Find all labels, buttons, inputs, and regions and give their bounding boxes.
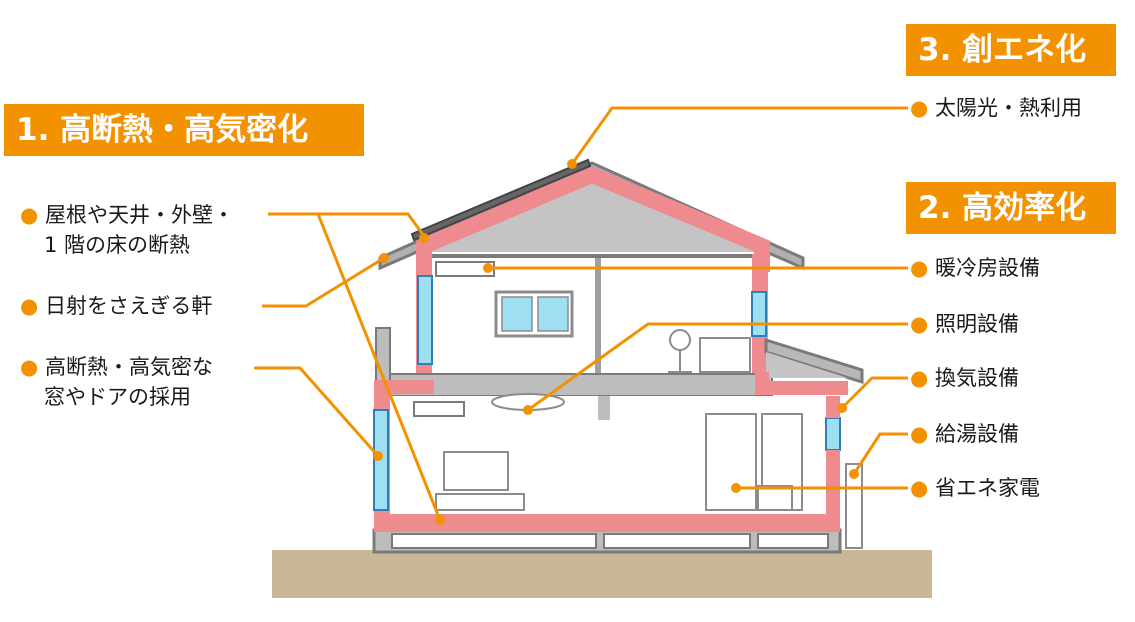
lower-roof-insulation xyxy=(755,372,848,395)
television xyxy=(435,451,525,511)
leader-lines xyxy=(254,106,908,521)
window-1f-right xyxy=(825,417,841,451)
label-hvac: ● 暖冷房設備 xyxy=(910,256,1041,280)
window-2f-left xyxy=(417,275,433,365)
label-insulation-3: ● 高断熱・高気密な 窓やドアの採用 xyxy=(20,352,213,412)
label-insulation-2: ● 日射をさえぎる軒 xyxy=(20,294,213,318)
bullet-dot: ● xyxy=(20,355,39,379)
attic xyxy=(414,172,772,252)
bullet-dot: ● xyxy=(910,256,929,280)
floor-insulation xyxy=(374,514,840,532)
bullet-dot: ● xyxy=(910,422,929,446)
solar-panel xyxy=(410,158,592,242)
label-insulation-1-line2: 1 階の床の断熱 xyxy=(44,233,191,257)
bullet-dot: ● xyxy=(910,476,929,500)
desk-chair xyxy=(668,329,751,373)
label-insulation-1: ● 屋根や天井・外壁・ 1 階の床の断熱 xyxy=(20,200,234,260)
lower-roof xyxy=(764,337,864,385)
right-wall-1f-lower xyxy=(826,450,840,516)
water-heater xyxy=(845,463,863,549)
label-solar: ● 太陽光・熱利用 xyxy=(910,96,1083,120)
bullet-dot: ● xyxy=(20,203,39,227)
label-insulation-1-line1: ● 屋根や天井・外壁・ xyxy=(20,203,235,227)
bullet-dot: ● xyxy=(20,294,39,318)
label-insulation-3-line2: 窓やドアの採用 xyxy=(44,385,191,409)
second-floor-window xyxy=(494,290,574,338)
kitchen-fridge xyxy=(705,413,803,511)
pillar-1f xyxy=(598,396,610,420)
window-2f-right xyxy=(751,291,767,337)
heading-insulation: 1. 高断熱・高気密化 xyxy=(4,104,364,156)
bullet-dot: ● xyxy=(910,366,929,390)
bullet-dot: ● xyxy=(910,96,929,120)
bullet-dot: ● xyxy=(910,312,929,336)
heading-efficiency: 2. 高効率化 xyxy=(906,182,1116,234)
foundation xyxy=(372,528,842,554)
label-lighting: ● 照明設備 xyxy=(910,312,1020,336)
label-insulation-3-line1: ● 高断熱・高気密な xyxy=(20,355,214,379)
label-appliances: ● 省エネ家電 xyxy=(910,476,1041,500)
leader-dots xyxy=(373,159,859,525)
aircon-1f xyxy=(413,401,465,417)
label-water-heater: ● 給湯設備 xyxy=(910,422,1020,446)
left-insulation-cap xyxy=(374,380,434,394)
heading-creation: 3. 創エネ化 xyxy=(906,24,1116,76)
right-wall-1f xyxy=(826,396,840,418)
label-ventilation: ● 換気設備 xyxy=(910,366,1020,390)
lower-roof-attic xyxy=(766,352,848,378)
ground xyxy=(272,550,932,598)
